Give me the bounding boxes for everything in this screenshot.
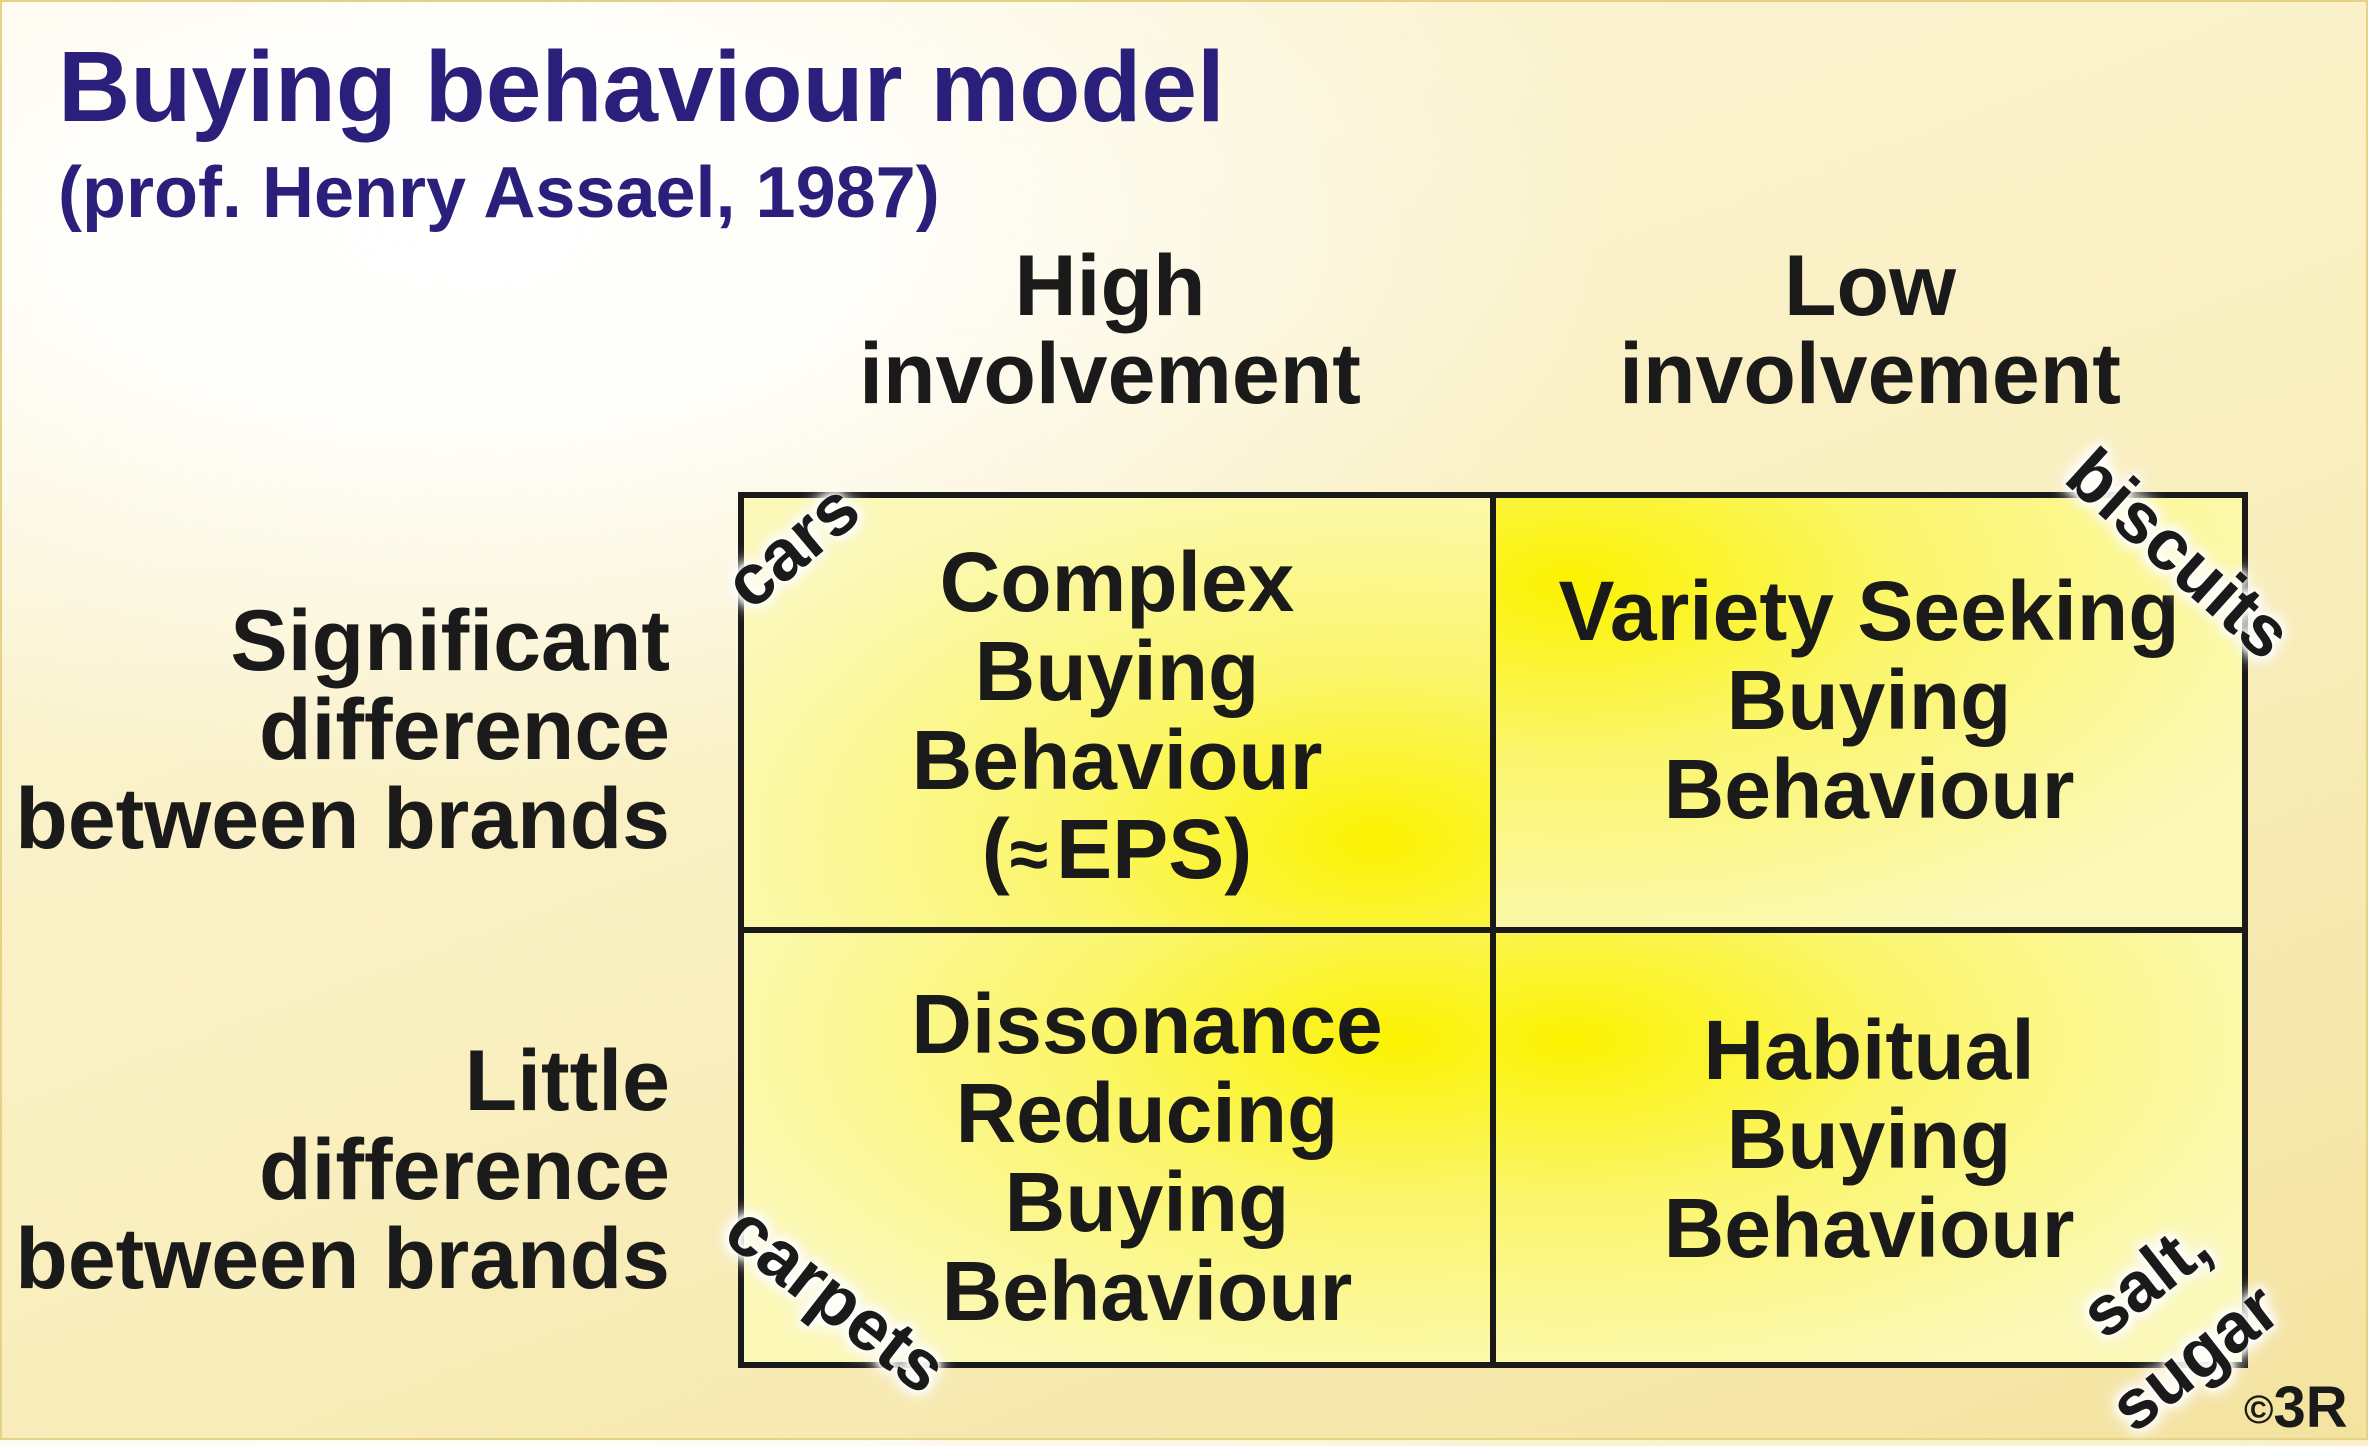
cell-text: Habitual Buying Behaviour <box>1664 1006 2075 1273</box>
approx-icon: ≈ <box>1009 815 1049 893</box>
cell-line: Behaviour <box>941 1243 1353 1338</box>
row-header-line: Little <box>464 1033 670 1129</box>
cell-variety-seeking-buying-behaviour: Variety Seeking Buying Behaviour <box>1496 498 2242 927</box>
row-header-significant-difference: Significant difference between brands <box>0 597 670 864</box>
cell-habitual-buying-behaviour: Habitual Buying Behaviour <box>1496 933 2242 1362</box>
row-header-line: difference <box>258 682 670 778</box>
cell-line: Behaviour <box>1663 1181 2075 1275</box>
cell-line: Reducing <box>955 1065 1339 1160</box>
cell-line: Buying <box>1004 1154 1290 1249</box>
cell-line: Behaviour <box>1663 742 2075 836</box>
copyright-icon: © <box>2244 1388 2274 1432</box>
column-header-line: involvement <box>1619 326 2121 422</box>
row-header-line: difference <box>258 1122 670 1218</box>
behaviour-matrix: Complex Buying Behaviour (≈EPS) Variety … <box>738 492 2248 1368</box>
row-header-line: between brands <box>15 771 670 867</box>
row-header-little-difference: Little difference between brands <box>0 1037 670 1304</box>
diagram-subtitle: (prof. Henry Assael, 1987) <box>58 153 940 233</box>
logo-mark: 3R <box>2273 1375 2348 1440</box>
cell-line: Habitual <box>1703 1003 2035 1097</box>
row-header-line: between brands <box>15 1211 670 1307</box>
row-header-line: Significant <box>230 593 670 689</box>
column-header-line: High <box>1014 238 1206 334</box>
cell-line: Behaviour <box>911 713 1323 807</box>
cell-line: Variety Seeking <box>1558 564 2180 658</box>
column-header-high-involvement: High involvement <box>730 242 1490 418</box>
cell-line-eps: (≈EPS) <box>912 805 1323 899</box>
paren-open: ( <box>981 802 1010 896</box>
cell-line: Complex <box>939 535 1295 629</box>
eps-text: EPS) <box>1056 802 1253 896</box>
cell-complex-buying-behaviour: Complex Buying Behaviour (≈EPS) <box>744 498 1490 927</box>
cell-line: Buying <box>974 624 1260 718</box>
cell-dissonance-reducing-buying-behaviour: Dissonance Reducing Buying Behaviour <box>744 933 1490 1362</box>
cell-text: Dissonance Reducing Buying Behaviour <box>911 976 1383 1338</box>
column-header-line: involvement <box>859 326 1361 422</box>
diagram-title: Buying behaviour model <box>58 31 1225 143</box>
cell-line: Buying <box>1726 1092 2012 1186</box>
column-header-low-involvement: Low involvement <box>1490 242 2250 418</box>
copyright-logo: ©3R <box>2244 1374 2348 1441</box>
cell-line: Buying <box>1726 653 2012 747</box>
column-header-line: Low <box>1784 238 1956 334</box>
cell-line: Dissonance <box>911 976 1383 1071</box>
cell-text: Variety Seeking Buying Behaviour <box>1558 567 2179 834</box>
cell-text: Complex Buying Behaviour (≈EPS) <box>912 538 1323 899</box>
